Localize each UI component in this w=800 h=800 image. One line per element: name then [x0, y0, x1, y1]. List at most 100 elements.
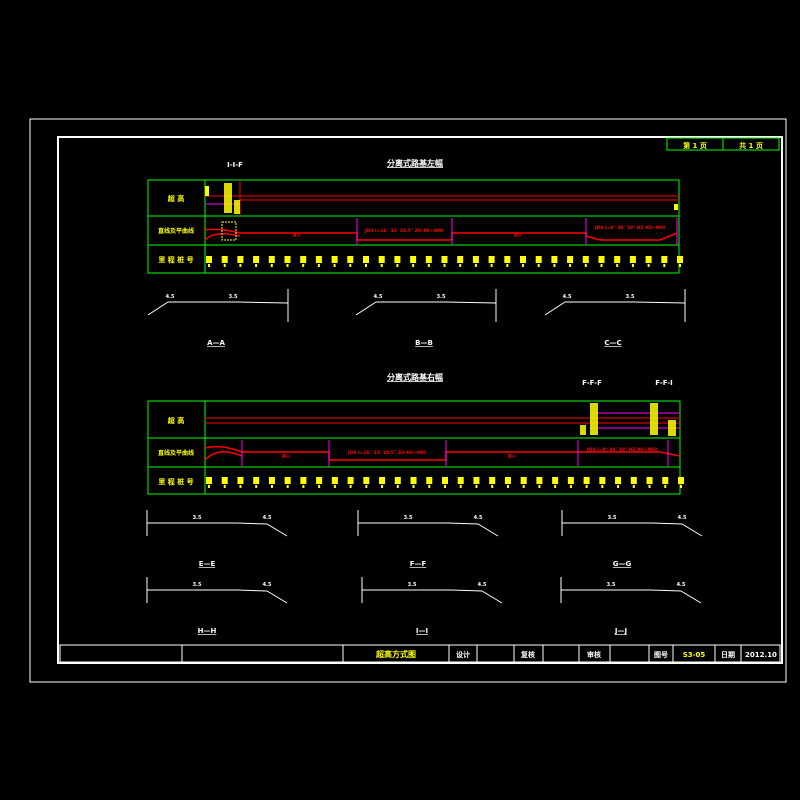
- section-label: A—A: [207, 339, 225, 347]
- plan-left-curve-note-1: R=: [293, 233, 301, 239]
- section-label: H—H: [198, 627, 217, 635]
- section-width-value: 3.5: [193, 515, 202, 521]
- chainage-tick: [253, 256, 260, 263]
- section-slope-value: 4.5: [166, 294, 175, 300]
- chainage-tick-stem: [600, 264, 603, 267]
- chainage-tick: [363, 256, 369, 263]
- plan-left-title: 分离式路基左幅: [387, 158, 443, 168]
- section-label: G—G: [613, 560, 632, 568]
- chainage-tick-stem: [412, 485, 415, 488]
- chainage-tick-stem: [208, 485, 210, 488]
- title-block: 超高方式图 设计 复核 审核 图号 S3-05 日期 2012.10: [59, 644, 781, 663]
- chainage-tick-stem: [255, 264, 258, 267]
- chainage-tick-stem: [648, 485, 651, 488]
- chainage-tick-stem: [223, 485, 226, 488]
- chainage-tick: [315, 256, 322, 263]
- chainage-tick-stem: [270, 264, 273, 267]
- chainage-tick-stem: [459, 485, 462, 488]
- chainage-tick-stem: [475, 485, 478, 488]
- section-width-value: 3.5: [408, 582, 417, 588]
- chainage-tick: [489, 477, 496, 484]
- figure-no-label: 图号: [654, 650, 668, 659]
- section-width-value: 3.5: [607, 582, 616, 588]
- chainage-tick: [520, 477, 527, 484]
- cross-section: B—B3.54.5: [355, 289, 497, 347]
- chainage-tick: [410, 256, 417, 263]
- chainage-tick: [552, 477, 559, 484]
- plan-right-curve-note-3: R=: [508, 454, 516, 460]
- chainage-tick: [536, 477, 543, 484]
- section-label: F—F: [410, 560, 427, 568]
- chainage-tick-stem: [679, 264, 681, 267]
- chainage-tick-stem: [474, 264, 477, 267]
- chainage-tick-stem: [647, 264, 650, 267]
- chainage-tick-stem: [553, 264, 556, 267]
- sections-row-1: A—A3.54.5B—B3.54.5C—C3.54.5: [147, 289, 686, 347]
- chainage-tick-stem: [427, 264, 430, 267]
- chainage-tick: [472, 256, 479, 263]
- chainage-tick: [614, 256, 621, 263]
- chainage-tick-stem: [506, 485, 509, 488]
- cross-section: A—A3.54.5: [147, 289, 289, 347]
- section-width-value: 3.5: [626, 294, 635, 300]
- chainage-tick: [206, 477, 212, 484]
- chainage-tick-stem: [585, 485, 588, 488]
- chainage-tick: [347, 256, 354, 263]
- chainage-tick: [410, 477, 417, 484]
- chainage-tick-stem: [663, 264, 666, 267]
- chainage-tick-stem: [680, 485, 682, 488]
- chainage-tick: [394, 256, 401, 263]
- chainage-tick: [331, 256, 338, 263]
- chainage-tick-stem: [286, 264, 289, 267]
- chainage-tick: [347, 477, 354, 484]
- section-slope-value: 4.5: [478, 582, 487, 588]
- chainage-tick-stem: [333, 485, 336, 488]
- plan-right-row-chainage: 里 程 桩 号: [158, 477, 193, 486]
- section-label: E—E: [199, 560, 216, 568]
- chainage-tick: [426, 477, 433, 484]
- section-slope-value: 4.5: [263, 582, 272, 588]
- chainage-tick: [237, 256, 244, 263]
- plan-right-marker-1: F-F-F: [582, 379, 602, 387]
- section-width-value: 3.5: [437, 294, 446, 300]
- chainage-tick: [582, 256, 589, 263]
- section-slope-value: 4.5: [263, 515, 272, 521]
- chainage-tick: [535, 256, 542, 263]
- chainage-tick-stem: [239, 485, 242, 488]
- chainage-tick-stem: [522, 485, 525, 488]
- chainage-tick: [678, 477, 684, 484]
- chainage-tick: [599, 477, 606, 484]
- chainage-tick: [284, 477, 291, 484]
- chainage-tick-stem: [631, 264, 634, 267]
- section-label: B—B: [415, 339, 433, 347]
- chainage-tick-stem: [208, 264, 210, 267]
- chainage-tick: [206, 256, 212, 263]
- chainage-tick-stem: [365, 485, 368, 488]
- plan-left-chainage-ticks: [206, 256, 683, 267]
- plan-left-row-superelevation: 超 高: [168, 194, 184, 203]
- chainage-tick: [316, 477, 323, 484]
- drawing-name: 超高方式图: [375, 649, 416, 659]
- plan-right-row-superelevation: 超 高: [168, 416, 184, 425]
- chainage-tick-stem: [506, 264, 509, 267]
- plan-right-table: 超 高 直线及平曲线 里 程 桩 号 R= JD3 I=16° 33' 10.5…: [147, 400, 681, 495]
- chainage-tick: [268, 477, 275, 484]
- chainage-tick: [551, 256, 558, 263]
- chainage-tick-stem: [412, 264, 415, 267]
- section-width-value: 3.5: [608, 515, 617, 521]
- chainage-tick-stem: [601, 485, 604, 488]
- chainage-tick-stem: [333, 264, 336, 267]
- chainage-tick-stem: [270, 485, 273, 488]
- chainage-tick-stem: [223, 264, 226, 267]
- plan-right-chainage-ticks: [206, 477, 684, 488]
- chainage-tick: [645, 256, 652, 263]
- chainage-tick-stem: [522, 264, 524, 267]
- chainage-tick: [615, 477, 622, 484]
- chainage-tick: [300, 256, 307, 263]
